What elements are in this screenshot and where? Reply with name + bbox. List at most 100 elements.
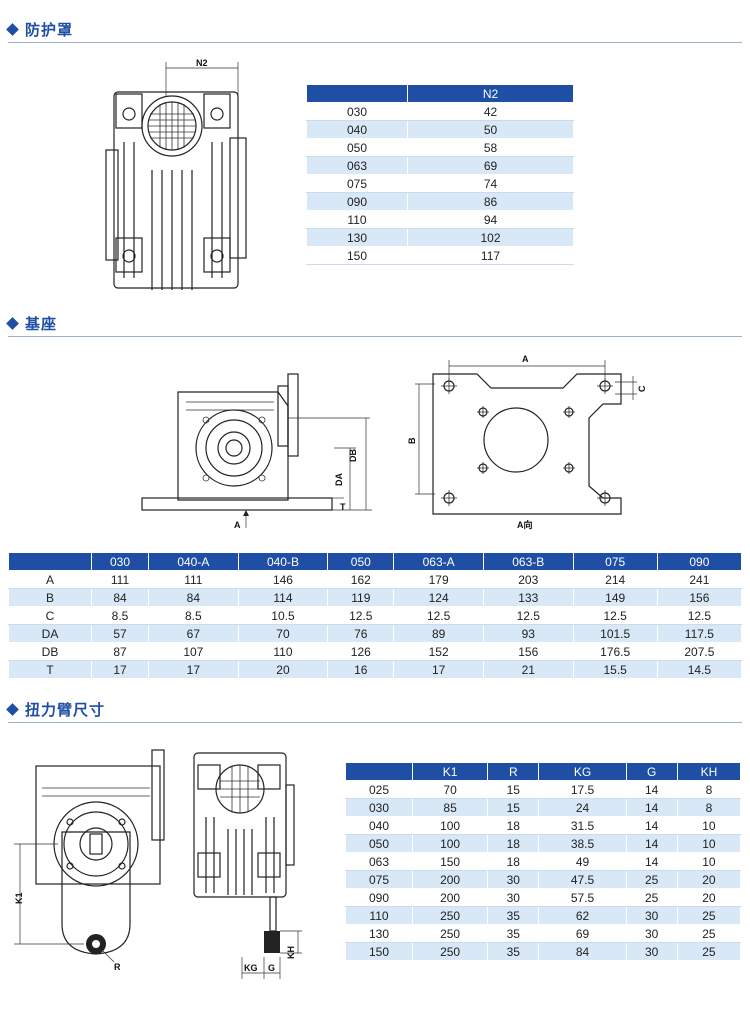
table-cell: 063 [345, 852, 413, 871]
table-cell: 110 [345, 906, 413, 925]
table-header-cell: KG [538, 762, 627, 781]
base-side-drawing: DB DA T A [141, 373, 372, 530]
table-cell: 107 [148, 642, 239, 661]
table-cell: 49 [538, 852, 627, 871]
table-header-row: K1 R KG G KH [345, 762, 742, 781]
table-cell: 200 [411, 870, 489, 889]
section-header-guard: 防护罩 [6, 18, 74, 40]
table-cell: 040 [306, 120, 408, 139]
table-cell: 47.5 [538, 870, 627, 889]
table-cell: 93 [482, 624, 574, 643]
table-cell: 15 [487, 798, 540, 817]
guard-drawing: N2 [105, 58, 247, 290]
table-cell: 17.5 [538, 780, 627, 799]
table-cell: 14 [625, 816, 678, 835]
table-cell: 62 [538, 906, 627, 925]
dim-label-c: C [637, 385, 647, 392]
table-cell: 101.5 [572, 624, 658, 643]
table-cell: 207.5 [656, 642, 743, 661]
table-cell: 179 [393, 570, 484, 589]
table-cell: 86 [407, 192, 574, 211]
table-cell: 25 [625, 888, 678, 907]
table-header-cell: 050 [327, 552, 395, 571]
diamond-bullet-icon [6, 702, 19, 716]
table-cell: 21 [482, 660, 574, 679]
table-cell: 30 [625, 924, 678, 943]
table-cell: 20 [676, 888, 742, 907]
table-cell: 14 [625, 834, 678, 853]
dim-label-db: DB [348, 449, 358, 462]
table-cell: 67 [148, 624, 239, 643]
table-cell: A [8, 570, 92, 589]
section-title: 基座 [25, 314, 58, 333]
table-cell: 85 [411, 798, 489, 817]
table-cell: 35 [487, 906, 540, 925]
diamond-bullet-icon [6, 316, 19, 330]
table-cell: 84 [90, 588, 150, 607]
diamond-bullet-icon [6, 22, 19, 36]
table-cell: 114 [237, 588, 329, 607]
table-cell: 10.5 [237, 606, 329, 625]
section-header-base: 基座 [6, 312, 58, 334]
table-cell: 30 [487, 888, 540, 907]
table-cell: 162 [327, 570, 395, 589]
table-cell: 030 [345, 798, 413, 817]
table-cell: 8.5 [148, 606, 239, 625]
table-cell: 102 [407, 228, 574, 247]
table-header-cell: 040-B [237, 552, 329, 571]
table-cell: 8 [676, 798, 742, 817]
table-cell: 203 [482, 570, 574, 589]
table-header-cell: 063-A [393, 552, 484, 571]
section-title: 防护罩 [25, 20, 74, 39]
table-cell: 111 [148, 570, 239, 589]
table-cell: 89 [393, 624, 484, 643]
table-cell: 20 [676, 870, 742, 889]
table-cell: 14.5 [656, 660, 743, 679]
table-cell: 58 [407, 138, 574, 157]
table-cell: 025 [345, 780, 413, 799]
table-header-cell: KH [676, 762, 742, 781]
table-cell: 075 [306, 174, 408, 193]
base-table: 030 040-A 040-B 050 063-A 063-B 075 090 … [8, 552, 743, 679]
table-cell: 14 [625, 780, 678, 799]
table-header-cell: 030 [90, 552, 150, 571]
table-cell: 69 [538, 924, 627, 943]
dim-label-n2: N2 [196, 58, 208, 68]
table-cell: 124 [393, 588, 484, 607]
table-cell: 126 [327, 642, 395, 661]
table-cell: C [8, 606, 92, 625]
table-header-row: 030 040-A 040-B 050 063-A 063-B 075 090 [8, 552, 743, 571]
table-cell: 50 [407, 120, 574, 139]
table-cell: 10 [676, 852, 742, 871]
table-cell: 42 [407, 102, 574, 121]
dim-label-b: B [407, 437, 417, 444]
table-cell: 25 [676, 906, 742, 925]
table-cell: 35 [487, 924, 540, 943]
table-cell: 12.5 [393, 606, 484, 625]
table-cell: 14 [625, 852, 678, 871]
table-cell: 38.5 [538, 834, 627, 853]
table-cell: 250 [411, 924, 489, 943]
table-header-cell: 075 [572, 552, 658, 571]
table-cell: 12.5 [482, 606, 574, 625]
table-cell: 150 [306, 246, 408, 265]
dim-label-r: R [114, 962, 121, 972]
table-cell: 18 [487, 852, 540, 871]
table-cell: 063 [306, 156, 408, 175]
table-cell: 18 [487, 834, 540, 853]
table-cell: 150 [345, 942, 413, 961]
table-cell: 176.5 [572, 642, 658, 661]
